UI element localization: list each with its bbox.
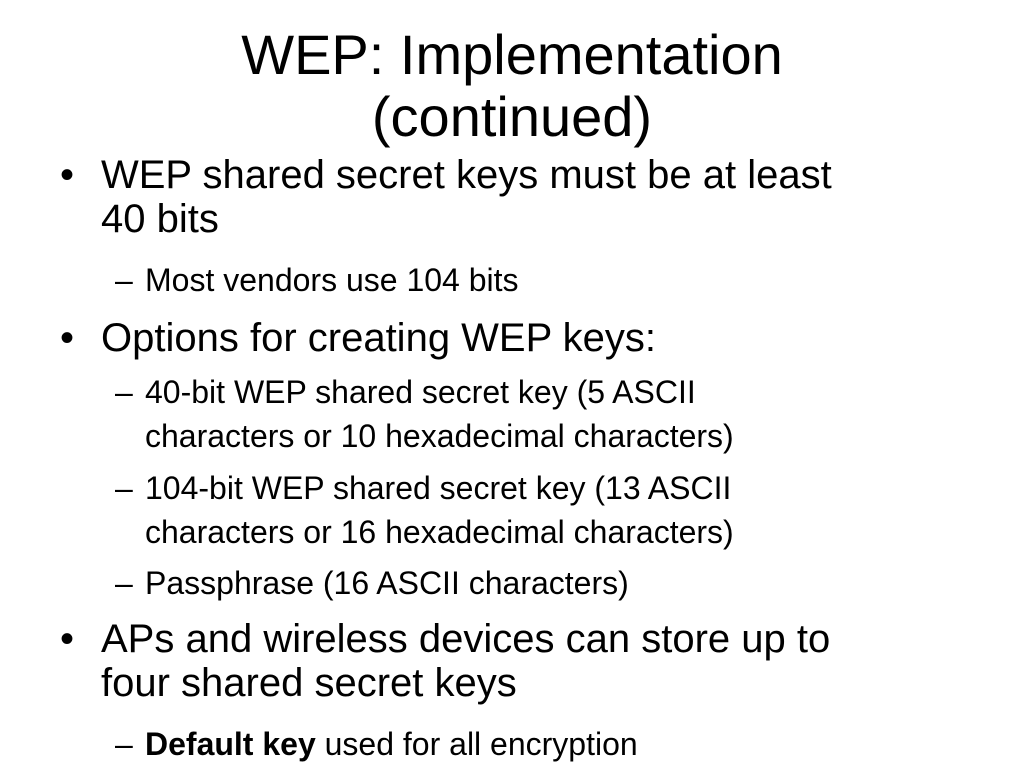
bullet-text-line: four shared secret keys bbox=[101, 661, 517, 705]
sub-bullet-text: 40-bit WEP shared secret key (5 ASCII ch… bbox=[145, 370, 734, 458]
bullet-text-line: 40 bits bbox=[101, 197, 219, 241]
sub-bullet-text-line: 104-bit WEP shared secret key (13 ASCII bbox=[145, 470, 732, 506]
bullet-marker: • bbox=[60, 316, 75, 360]
title-line-2: (continued) bbox=[371, 85, 653, 148]
bullet-text: Options for creating WEP keys: bbox=[101, 316, 656, 360]
title-line-1: WEP: Implementation bbox=[241, 23, 783, 86]
bullet-marker: • bbox=[60, 153, 75, 197]
sub-bullet-text-line: Most vendors use 104 bits bbox=[145, 262, 519, 298]
bullet-text: APs and wireless devices can store up to… bbox=[101, 617, 830, 705]
sub-bullet-marker: – bbox=[115, 262, 133, 298]
sub-bullet-marker: – bbox=[115, 726, 133, 762]
sub-bullet-text-line: characters or 16 hexadecimal characters) bbox=[145, 514, 734, 550]
bold-term: Default key bbox=[145, 726, 316, 762]
bullet-text-line: Options for creating WEP keys: bbox=[101, 316, 657, 360]
sub-bullet-text-line: Default key used for all encryption bbox=[145, 722, 638, 766]
sub-bullet-text: 104-bit WEP shared secret key (13 ASCII … bbox=[145, 466, 734, 554]
sub-bullet-marker: – bbox=[115, 374, 133, 410]
sub-bullet-text: Passphrase (16 ASCII characters) bbox=[145, 561, 629, 605]
bullet-marker: • bbox=[60, 617, 75, 661]
sub-bullet-text-line: characters or 10 hexadecimal characters) bbox=[145, 418, 734, 454]
sub-bullet-text-line: 40-bit WEP shared secret key (5 ASCII bbox=[145, 374, 696, 410]
bullet-text-line: WEP shared secret keys must be at least bbox=[101, 153, 832, 197]
sub-bullet-marker: – bbox=[115, 470, 133, 506]
sub-bullet-text: Most vendors use 104 bits bbox=[145, 258, 519, 302]
sub-bullet-marker: – bbox=[115, 565, 133, 601]
sub-bullet-rest: used for all encryption bbox=[315, 726, 638, 762]
bullet-text-line: APs and wireless devices can store up to bbox=[101, 617, 831, 661]
sub-bullet-text: Default key used for all encryption bbox=[145, 722, 638, 766]
sub-bullet-text-line: Passphrase (16 ASCII characters) bbox=[145, 565, 629, 601]
bullet-text: WEP shared secret keys must be at least … bbox=[101, 153, 832, 241]
slide-title: WEP: Implementation (continued) bbox=[0, 24, 1024, 148]
